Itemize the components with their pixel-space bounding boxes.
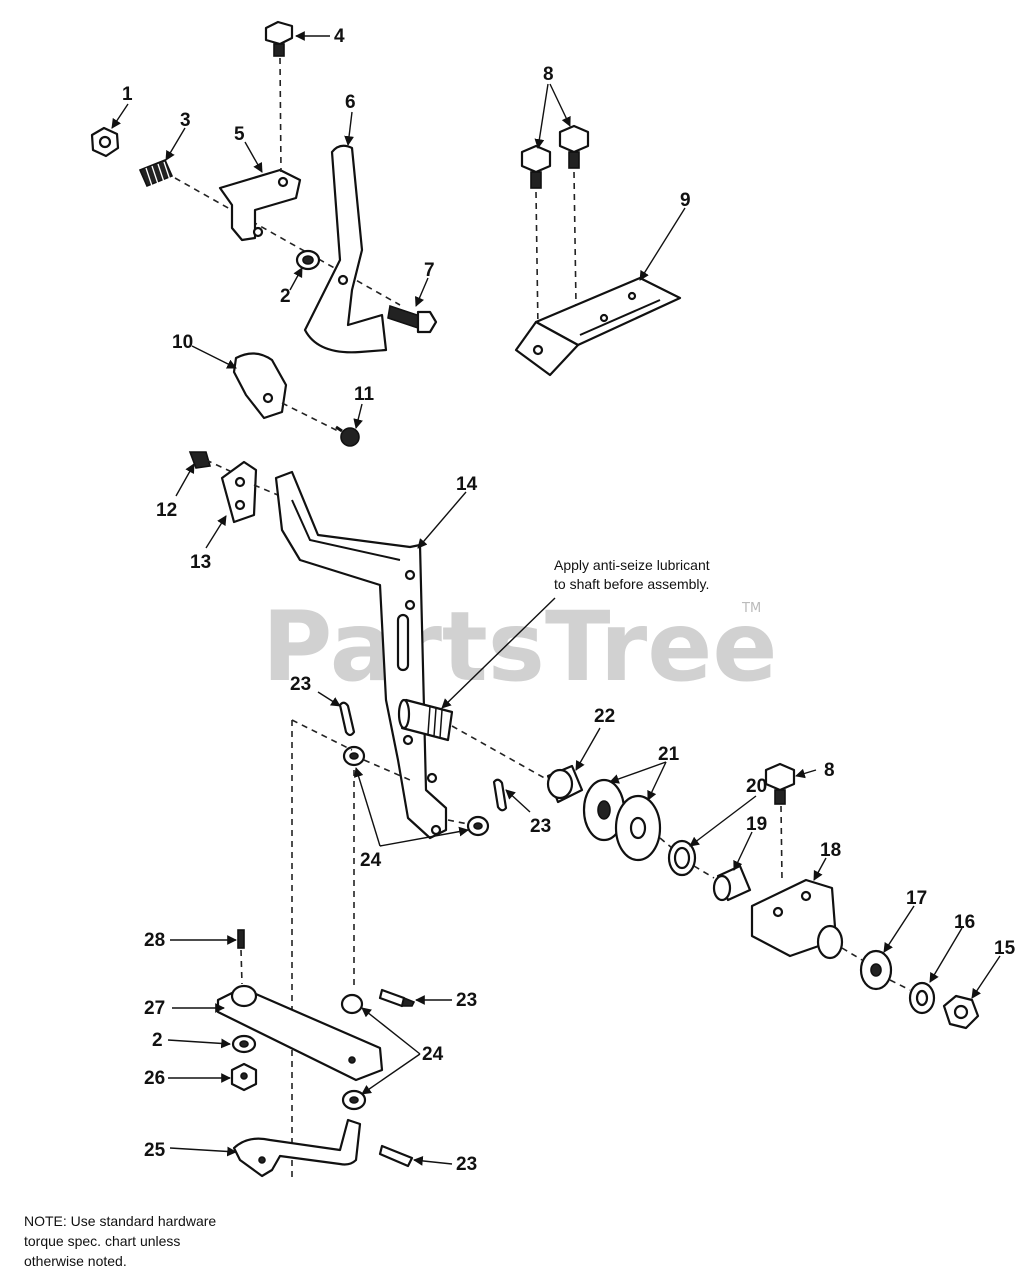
callout-18: 18	[820, 840, 841, 861]
watermark-trademark: TM	[741, 601, 761, 616]
part-26-nut[interactable]	[230, 1062, 258, 1092]
part-20-spacer[interactable]	[667, 839, 697, 877]
callout-8-lower: 8	[824, 760, 835, 781]
part-13-clamp-plate[interactable]	[220, 460, 258, 524]
part-12-nut[interactable]	[188, 451, 212, 469]
callout-17: 17	[906, 888, 927, 909]
annotation-line-1: Apply anti-seize lubricant	[554, 557, 710, 573]
callout-15: 15	[994, 938, 1016, 959]
part-4-bolt[interactable]	[264, 20, 294, 57]
part-19-pivot-bushing[interactable]	[712, 864, 752, 902]
part-28-pin[interactable]	[237, 929, 245, 949]
callout-19: 19	[746, 814, 767, 835]
callout-22: 22	[594, 706, 615, 727]
part-8-bolt-right[interactable]	[558, 124, 590, 169]
part-14-lever-arm[interactable]	[274, 470, 448, 840]
note-line-1: NOTE: Use standard hardware	[24, 1213, 216, 1229]
part-2-washer-lower[interactable]	[231, 1034, 257, 1054]
callout-1: 1	[122, 84, 133, 105]
callout-20: 20	[746, 776, 767, 797]
part-5-bracket[interactable]	[218, 168, 302, 242]
callout-8-top: 8	[543, 64, 554, 85]
part-16-bushing[interactable]	[908, 981, 936, 1015]
part-18-pivot-bracket[interactable]	[750, 878, 844, 960]
callout-9: 9	[680, 190, 691, 211]
part-2-washer[interactable]	[295, 249, 321, 271]
callout-23-upper: 23	[290, 674, 311, 695]
part-27-link-plate[interactable]	[216, 984, 384, 1082]
part-24-washer-upper[interactable]	[342, 745, 366, 767]
part-10-cam-block[interactable]	[232, 352, 288, 420]
callout-21: 21	[658, 744, 680, 765]
part-23-cotter-pin-middle[interactable]	[492, 778, 508, 812]
callout-24-lower: 24	[422, 1044, 444, 1065]
callout-3: 3	[180, 110, 191, 131]
callout-2-lower: 2	[152, 1030, 163, 1051]
part-24-washer-bottom[interactable]	[341, 1089, 367, 1111]
callout-23-lower-1: 23	[456, 990, 477, 1011]
annotation-line-2: to shaft before assembly.	[554, 576, 709, 592]
callout-6: 6	[345, 92, 356, 113]
callout-26: 26	[144, 1068, 165, 1089]
callout-2: 2	[280, 286, 291, 307]
callout-24-upper: 24	[360, 850, 382, 871]
part-9-mounting-plate[interactable]	[514, 276, 682, 377]
note-line-3: otherwise noted.	[24, 1253, 127, 1269]
callout-11: 11	[354, 384, 375, 405]
callout-5: 5	[234, 124, 245, 145]
part-8-bolt-lower[interactable]	[764, 762, 796, 805]
part-1-hex-nut[interactable]	[90, 126, 120, 158]
part-22-bushing[interactable]	[546, 764, 584, 804]
callout-16: 16	[954, 912, 975, 933]
part-11-screw[interactable]	[335, 425, 360, 447]
part-7-screw[interactable]	[387, 304, 438, 334]
part-15-lock-nut[interactable]	[942, 994, 980, 1030]
part-6-lever[interactable]	[303, 144, 388, 354]
callout-25: 25	[144, 1140, 166, 1161]
part-24-washer-lower[interactable]	[466, 815, 490, 837]
callout-27: 27	[144, 998, 165, 1019]
callout-14: 14	[456, 474, 478, 495]
callout-7: 7	[424, 260, 435, 281]
part-17-washer[interactable]	[859, 949, 893, 991]
callout-13: 13	[190, 552, 211, 573]
part-3-spring[interactable]	[138, 158, 174, 188]
part-14-shaft[interactable]	[397, 698, 454, 742]
note-line-2: torque spec. chart unless	[24, 1233, 180, 1249]
part-23-cotter-pin-upper[interactable]	[338, 701, 356, 737]
part-25-rod[interactable]	[232, 1118, 362, 1178]
callout-4: 4	[334, 26, 345, 47]
callout-28: 28	[144, 930, 165, 951]
watermark: PartsTree	[262, 591, 777, 703]
part-23-cotter-pin-lower-2[interactable]	[378, 1144, 414, 1168]
callout-10: 10	[172, 332, 193, 353]
part-21-washer-2[interactable]	[614, 794, 662, 862]
part-23-cotter-pin-lower-1[interactable]	[378, 988, 416, 1008]
callout-23-middle: 23	[530, 816, 551, 837]
part-8-bolt-left[interactable]	[520, 144, 552, 189]
callout-23-lower-2: 23	[456, 1154, 477, 1175]
callout-12: 12	[156, 500, 177, 521]
